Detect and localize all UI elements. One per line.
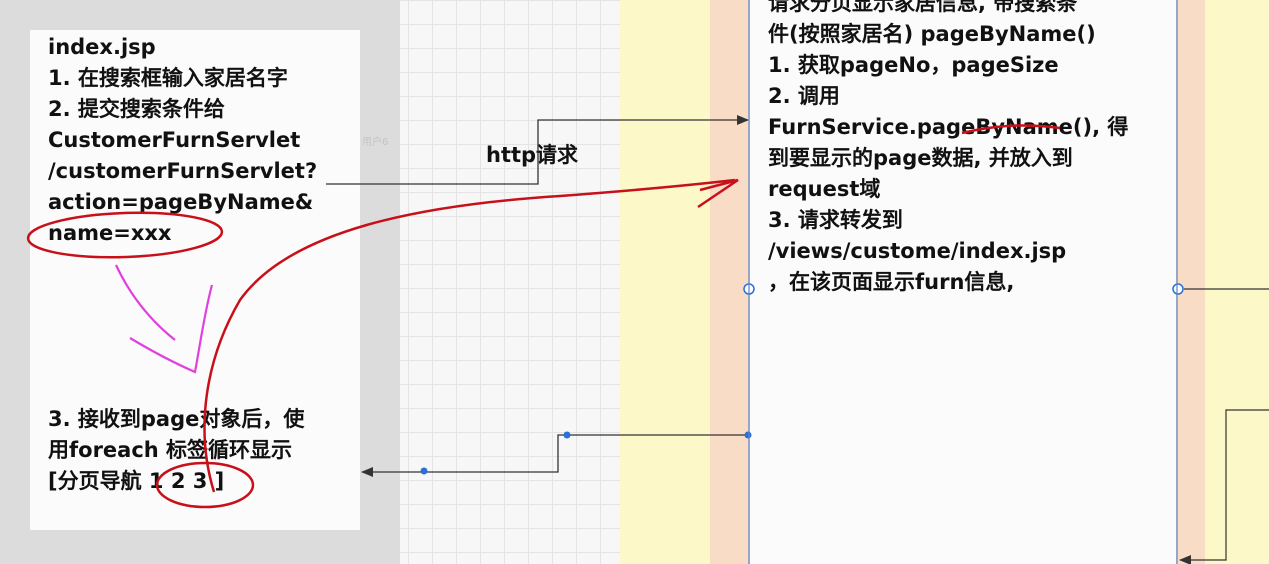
right-swimlane-yellow — [1205, 0, 1269, 564]
text-line: name=xxx — [48, 221, 172, 245]
text-line: 3. 请求转发到 — [768, 208, 903, 232]
text-line: 3. 接收到page对象后，使 — [48, 407, 305, 431]
servlet-steps: 请求分页显示家居信息, 带搜索条 件(按照家居名) pageByName() 1… — [768, 0, 1128, 298]
text-line: 用foreach 标签循环显示 — [48, 438, 293, 462]
middle-swimlane-yellow — [620, 0, 712, 564]
middle-swimlane-peach — [710, 0, 750, 564]
text-line: 1. 获取pageNo，pageSize — [768, 53, 1059, 77]
magenta-scribble — [115, 264, 176, 341]
right-connector — [1179, 409, 1269, 564]
page-nav-circle — [155, 461, 255, 509]
http-request-label: http请求 — [486, 143, 579, 167]
index-jsp-steps: index.jsp 1. 在搜索框输入家居名字 2. 提交搜索条件给 Custo… — [48, 32, 317, 249]
text-line: 到要显示的page数据, 并放入到 — [768, 146, 1073, 170]
method-underline — [961, 124, 1061, 135]
watermark: 用户6 — [362, 137, 389, 148]
text-line: CustomerFurnServlet — [48, 128, 301, 152]
index-jsp-box[interactable] — [30, 30, 360, 530]
text-line: 2. 调用 — [768, 84, 840, 108]
response-arrow[interactable] — [361, 434, 748, 477]
lifeline-handle[interactable] — [1172, 283, 1184, 295]
text-line: 2. 提交搜索条件给 — [48, 97, 225, 121]
text-line: FurnService.pageByName(), 得 — [768, 115, 1129, 139]
text-line: /customerFurnServlet? — [48, 159, 318, 183]
magenta-scribble — [129, 284, 214, 374]
text-line: index.jsp — [48, 35, 156, 59]
text-line: action=pageByName& — [48, 190, 314, 214]
text-line: 请求分页显示家居信息, 带搜索条 — [768, 0, 1078, 15]
text-line: [分页导航 1 2 3 ] — [48, 469, 225, 493]
text-line: 件(按照家居名) pageByName() — [768, 22, 1096, 46]
request-flow-arrowhead — [697, 178, 739, 209]
text-line: ，在该页面显示furn信息, — [768, 270, 1015, 294]
text-line: /views/custome/index.jsp — [768, 239, 1067, 263]
text-line: request域 — [768, 177, 881, 201]
servlet-box[interactable] — [750, 0, 1176, 564]
right-swimlane-peach — [1176, 0, 1206, 564]
name-param-circle — [26, 211, 224, 259]
index-jsp-render-step: 3. 接收到page对象后，使 用foreach 标签循环显示 [分页导航 1 … — [48, 404, 304, 497]
connector-waypoint[interactable] — [563, 431, 571, 439]
connector-endpoint[interactable] — [744, 431, 752, 439]
request-flow-scribble — [203, 178, 736, 493]
text-line: 1. 在搜索框输入家居名字 — [48, 66, 288, 90]
connector-waypoint[interactable] — [420, 467, 428, 475]
http-request-arrow[interactable] — [326, 115, 749, 185]
